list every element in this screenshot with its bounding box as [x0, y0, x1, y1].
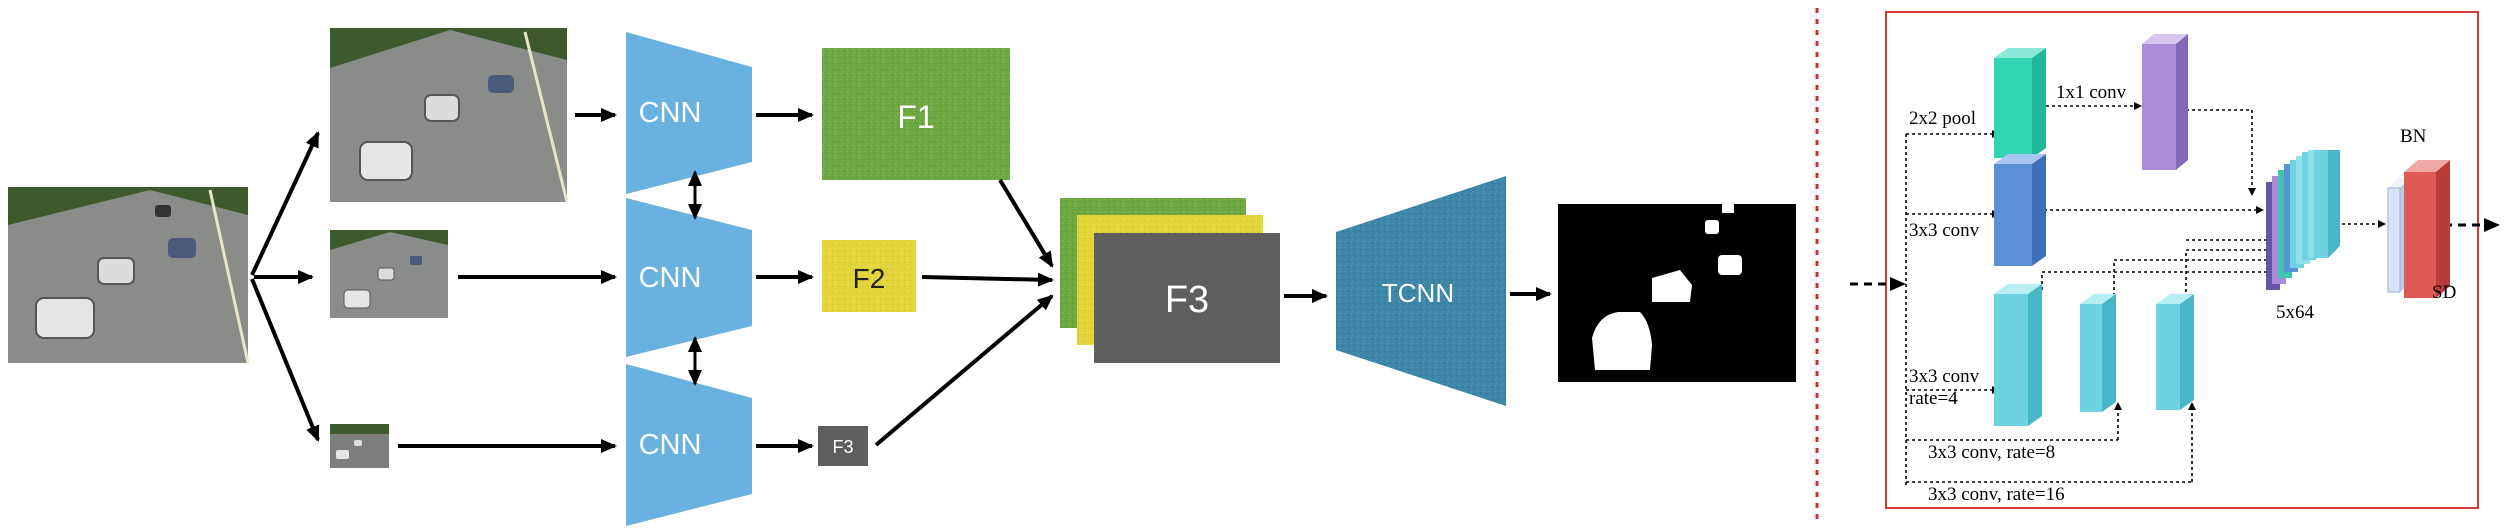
detail-connectors — [1905, 105, 2266, 488]
feature-map-f1: F1 — [822, 48, 1010, 180]
sd-label: SD — [2432, 282, 2456, 303]
conv1x1-label: 1x1 conv — [2056, 82, 2127, 103]
conv3x3-block — [1994, 154, 2046, 266]
pool-block — [1994, 48, 2046, 158]
atrous-conv-rate4-block — [1994, 284, 2042, 426]
bn-label: BN — [2400, 126, 2427, 147]
conv-rate4-label: 3x3 conv — [1909, 366, 1980, 387]
cnn-label: CNN — [639, 262, 702, 294]
feature-label: F3 — [1165, 279, 1209, 321]
scaled-image-medium — [330, 230, 448, 318]
scaled-image-small — [330, 424, 389, 468]
fused-feature-stack: F3 — [1060, 198, 1280, 363]
feature-label: F2 — [853, 263, 886, 294]
sd-block — [2404, 160, 2450, 298]
atrous-conv-rate8-block — [2080, 294, 2116, 412]
tcnn-block: TCNN — [1336, 176, 1506, 406]
tcnn-label: TCNN — [1382, 278, 1454, 308]
feature-map-f2: F2 — [822, 240, 916, 312]
cnn-block-2: CNN — [626, 198, 752, 357]
feature-map-f3-small: F3 — [818, 426, 868, 466]
conv1x1-block — [2142, 34, 2188, 170]
cnn-label: CNN — [639, 429, 702, 461]
concat-stack — [2266, 150, 2340, 290]
conv3x3-label: 3x3 conv — [1909, 220, 1980, 241]
conv-rate16-label: 3x3 conv, rate=16 — [1928, 484, 2065, 505]
conv-rate8-label: 3x3 conv, rate=8 — [1928, 442, 2055, 463]
output-segmentation-mask — [1558, 204, 1796, 382]
feature-label: F1 — [897, 99, 934, 135]
input-road-image — [8, 187, 250, 364]
detail-frame — [1885, 11, 2479, 509]
feature-label: F3 — [832, 437, 853, 457]
cnn-block-1: CNN — [626, 32, 752, 194]
cnn-label: CNN — [639, 97, 702, 129]
scaled-image-large — [330, 28, 569, 203]
rate4-label: rate=4 — [1909, 388, 1958, 409]
atrous-conv-rate16-block — [2156, 294, 2194, 410]
pool-label: 2x2 pool — [1909, 108, 1976, 129]
cnn-block-3: CNN — [626, 364, 752, 526]
concat-size-label: 5x64 — [2276, 302, 2315, 323]
